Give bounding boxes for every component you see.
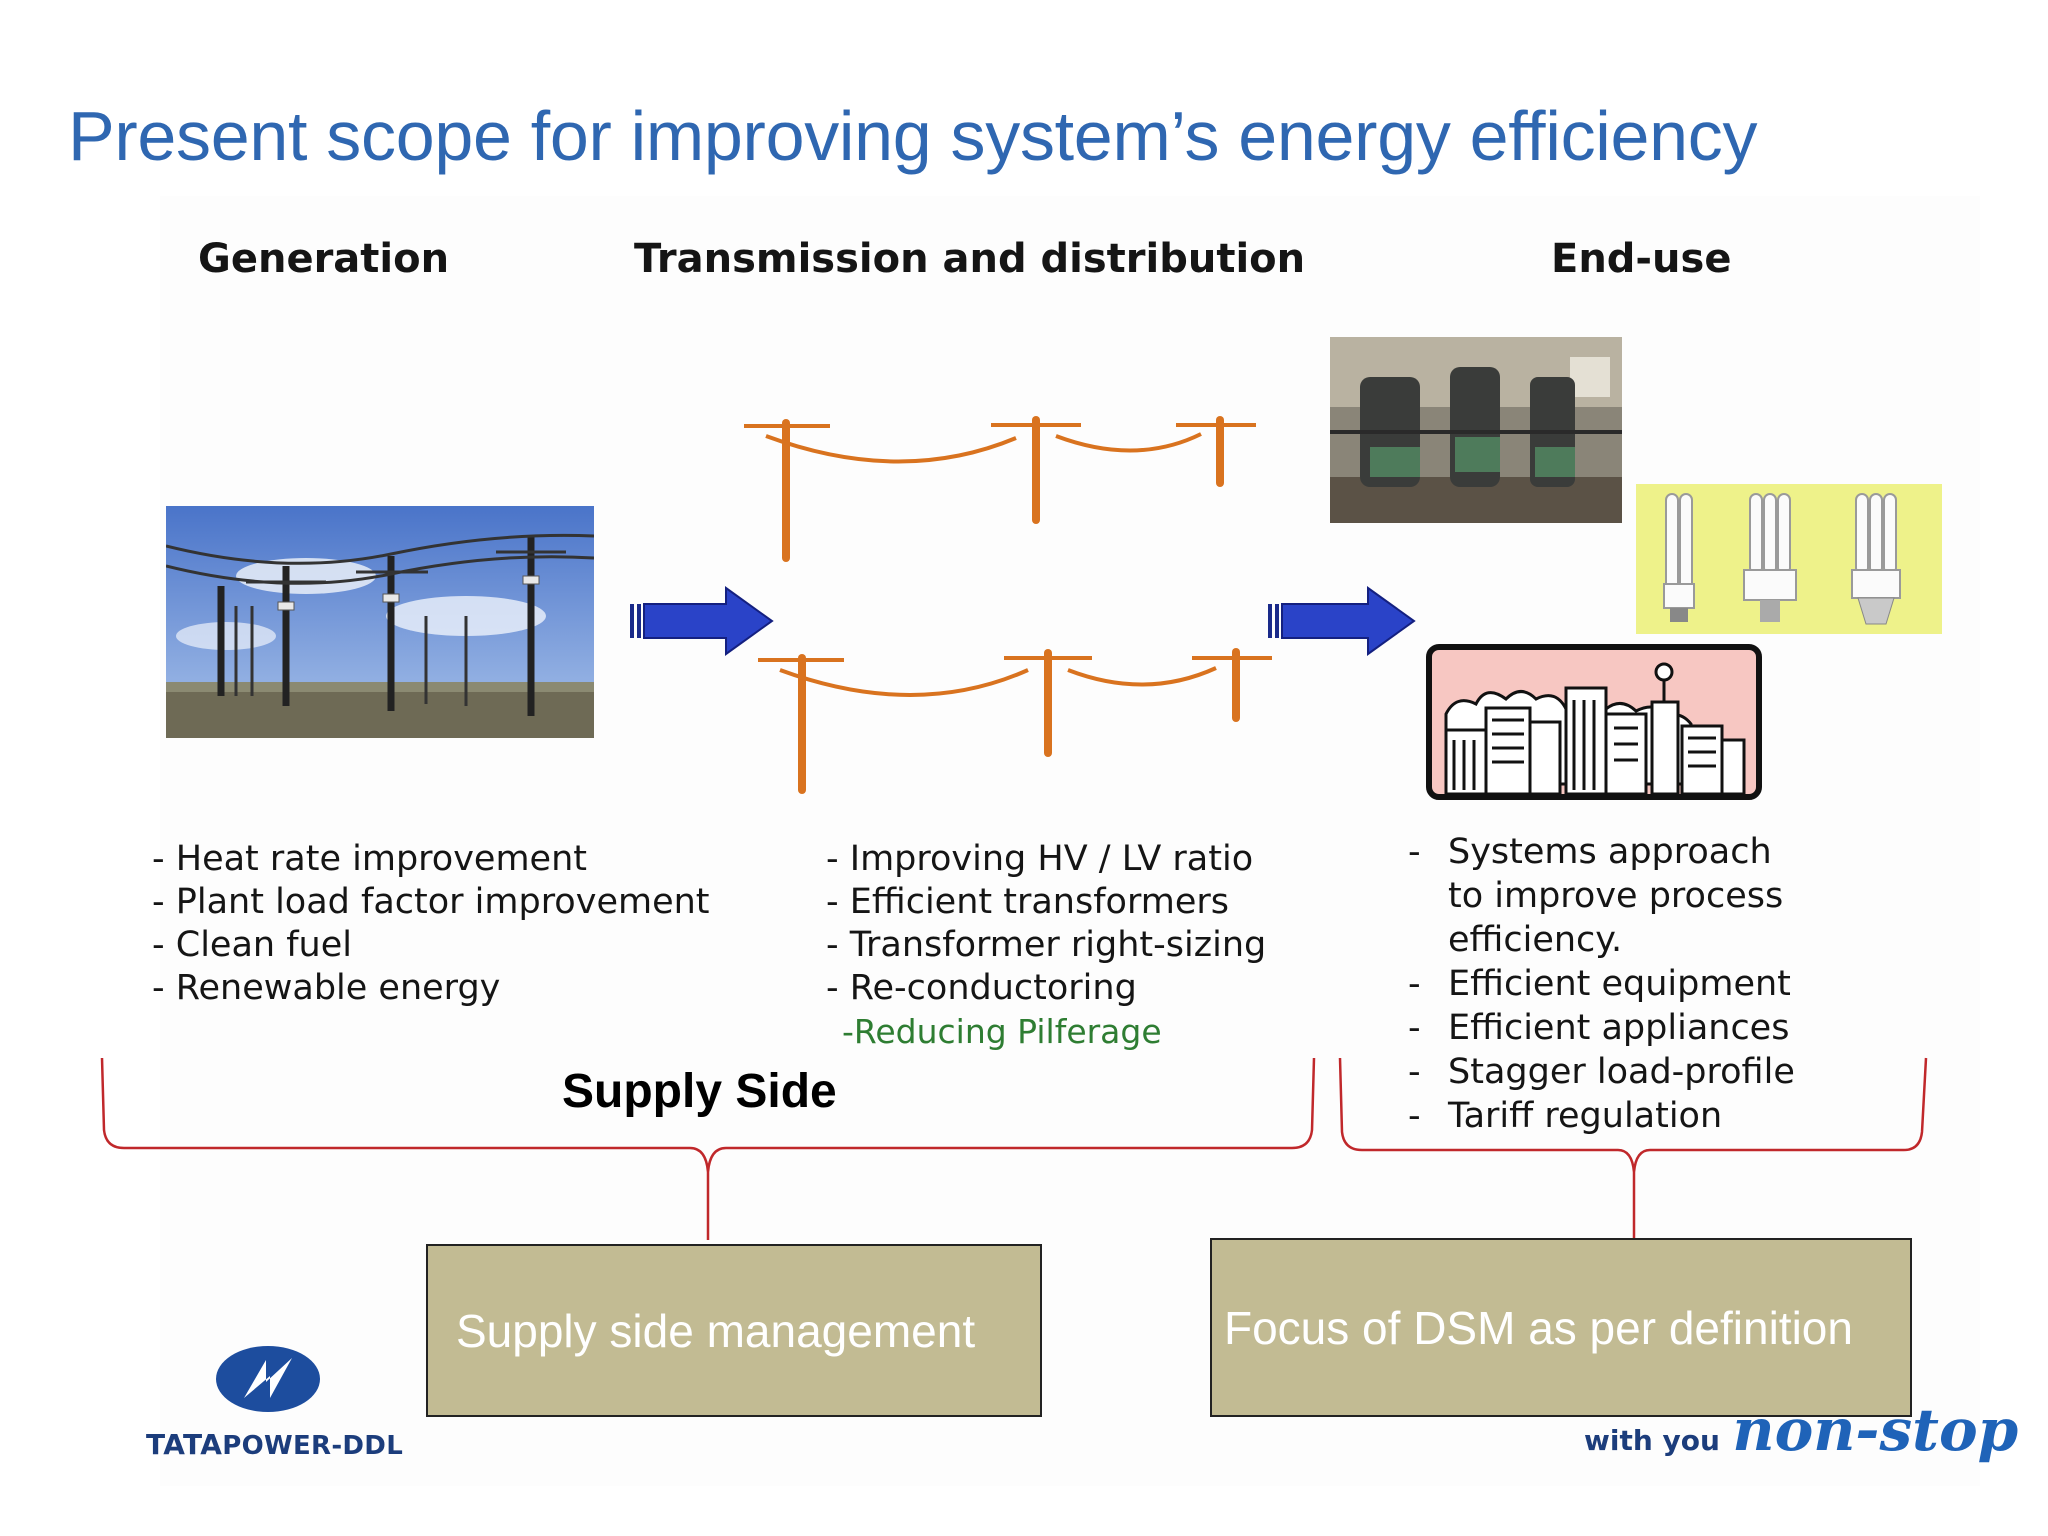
list-item-text: Tariff regulation xyxy=(1448,1096,1723,1136)
tagline-script: non-stop xyxy=(1732,1396,2019,1464)
list-item-text: Efficient appliances xyxy=(1448,1008,1790,1048)
enduse-list: - Systems approach to improve process ef… xyxy=(1408,830,1795,1138)
supply-side-label: Supply Side xyxy=(562,1065,837,1118)
substation-photo xyxy=(166,506,594,738)
box-label: Supply side management xyxy=(456,1304,976,1357)
tagline: with you non-stop xyxy=(1584,1396,2018,1464)
list-item: - Efficient appliances xyxy=(1408,1006,1795,1050)
brand-rest: POWER-DDL xyxy=(222,1431,404,1461)
enduse-heading: End-use xyxy=(1551,236,1732,282)
list-dash: - xyxy=(1408,964,1421,1004)
list-item-line: Systems approach xyxy=(1448,832,1772,872)
page-title: Present scope for improving system’s ene… xyxy=(68,97,1758,175)
transmission-list: - Improving HV / LV ratio - Efficient tr… xyxy=(826,838,1266,1053)
list-item: - Stagger load-profile xyxy=(1408,1050,1795,1094)
transmission-lines xyxy=(744,416,1272,794)
list-item: - Renewable energy xyxy=(152,968,501,1008)
list-item-highlight: -Reducing Pilferage xyxy=(842,1012,1162,1051)
generation-heading: Generation xyxy=(198,236,450,282)
list-item-text: Efficient equipment xyxy=(1448,964,1791,1004)
list-item-text: Stagger load-profile xyxy=(1448,1052,1795,1092)
supply-side-management-box: Supply side management xyxy=(426,1244,1042,1417)
list-item: - Efficient transformers xyxy=(826,882,1229,922)
list-item: - Tariff regulation xyxy=(1408,1094,1795,1138)
dsm-focus-box: Focus of DSM as per definition xyxy=(1210,1238,1912,1417)
list-dash: - xyxy=(1408,832,1421,872)
list-item: - Improving HV / LV ratio xyxy=(826,839,1254,879)
list-item-line: to improve process xyxy=(1448,876,1784,916)
tata-logo-icon xyxy=(216,1346,320,1412)
list-item: - Efficient equipment xyxy=(1408,962,1795,1006)
list-item-line: efficiency. xyxy=(1448,920,1623,960)
cfl-bulbs-photo xyxy=(1636,484,1942,634)
box-label: Focus of DSM as per definition xyxy=(1224,1301,1853,1354)
list-item: - Clean fuel xyxy=(152,925,352,965)
factory-photo xyxy=(1330,337,1622,523)
list-dash: - xyxy=(1408,1008,1421,1048)
list-item: - Re-conductoring xyxy=(826,968,1137,1008)
brand-bold: TATA xyxy=(146,1428,223,1461)
transmission-heading: Transmission and distribution xyxy=(634,236,1306,282)
list-dash: - xyxy=(1408,1052,1421,1092)
tagline-small: with you xyxy=(1584,1424,1720,1457)
flow-arrow-icon xyxy=(1268,586,1416,656)
generation-list: - Heat rate improvement - Plant load fac… xyxy=(152,838,710,1010)
list-item: - Systems approach to improve process ef… xyxy=(1408,830,1795,962)
list-item: - Plant load factor improvement xyxy=(152,882,710,922)
city-skyline-icon xyxy=(1426,644,1762,800)
brand-wordmark: TATAPOWER-DDL xyxy=(146,1428,403,1461)
list-item: - Heat rate improvement xyxy=(152,839,587,879)
list-item: - Transformer right-sizing xyxy=(826,925,1267,965)
flow-arrow-icon xyxy=(630,586,774,656)
list-dash: - xyxy=(1408,1096,1421,1136)
